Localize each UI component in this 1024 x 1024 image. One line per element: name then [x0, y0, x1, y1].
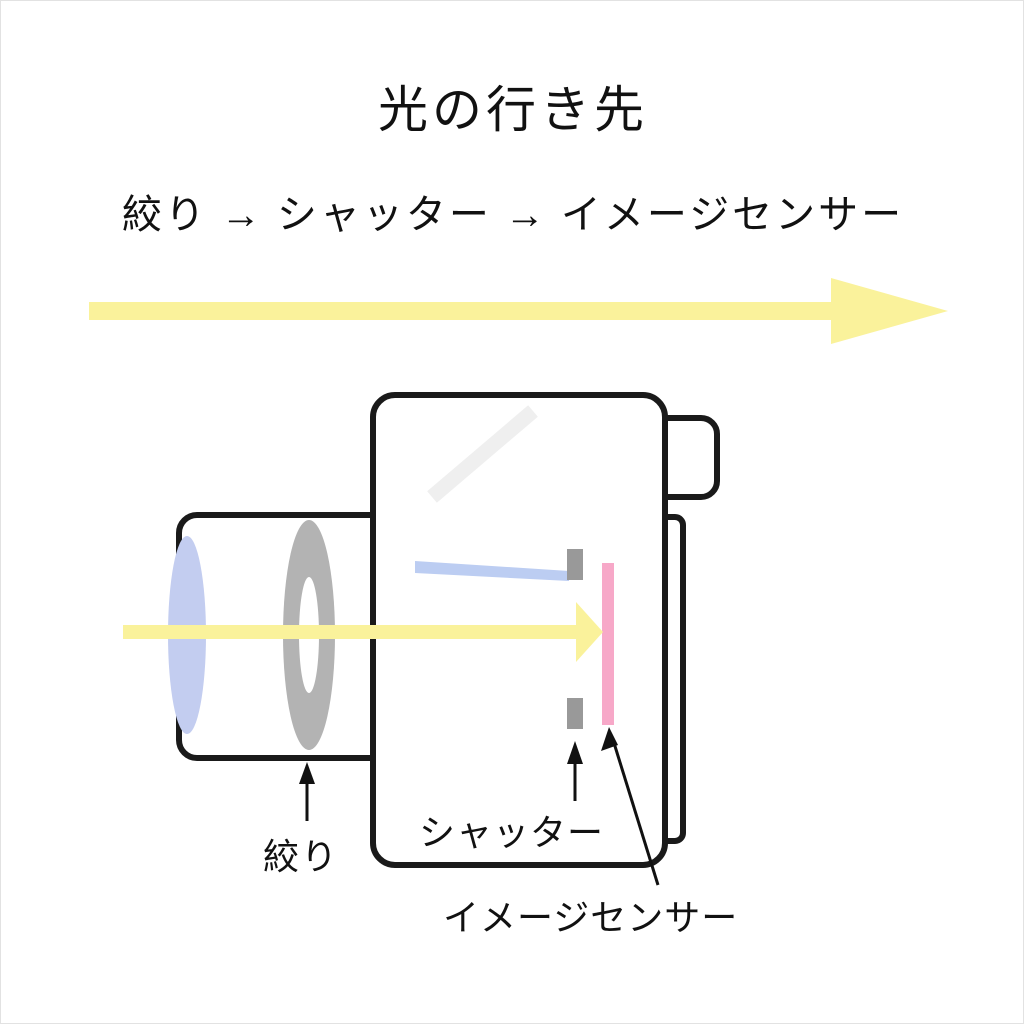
label-aperture: 絞り — [263, 837, 340, 877]
label-image-sensor: イメージセンサー — [443, 898, 739, 938]
image-sensor — [602, 563, 614, 725]
sensor-leader — [601, 727, 660, 886]
aperture-leader — [299, 762, 315, 821]
inner-light-arrow — [576, 602, 603, 662]
shutter-blade-lower — [567, 698, 583, 729]
reflex-mirror — [427, 405, 538, 503]
inner-light-ray — [123, 625, 585, 639]
shutter-leader — [567, 741, 583, 801]
page-title: 光の行き先 — [378, 82, 648, 138]
mirror-blue-bar — [415, 561, 569, 581]
label-shutter: シャッター — [419, 813, 605, 853]
main-light-arrow — [89, 278, 948, 344]
shutter-blade-upper — [567, 549, 583, 580]
subtitle-flow: 絞り → シャッター → イメージセンサー — [121, 192, 905, 237]
